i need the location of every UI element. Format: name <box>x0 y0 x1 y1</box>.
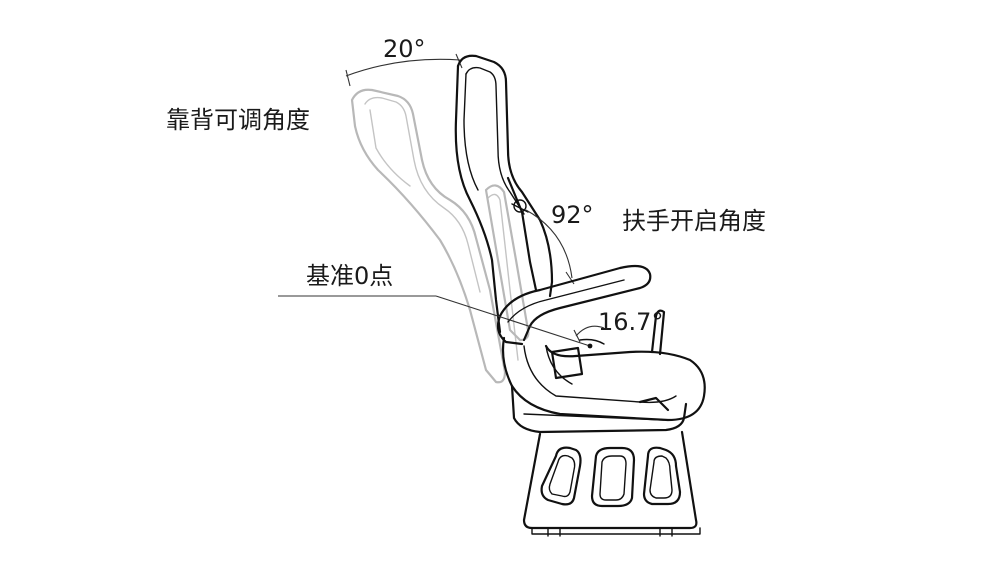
upright-backrest <box>454 54 554 334</box>
seat-frame <box>510 384 688 434</box>
reference-point-leader <box>278 295 593 349</box>
reclined-backrest-ghost <box>350 88 519 384</box>
reference-angle-value: 16.7° <box>598 308 663 336</box>
armrest-angle-label: 扶手开启角度 <box>622 207 766 235</box>
armrest-hinge <box>506 176 538 292</box>
backrest-angle-indicator <box>345 53 463 87</box>
armrest <box>496 264 652 346</box>
backrest-angle-value: 20° <box>383 35 426 63</box>
armrest-angle-value: 92° <box>551 201 594 229</box>
control-lever <box>650 309 666 356</box>
reference-point-label: 基准0点 <box>306 262 393 290</box>
seat-base <box>522 430 701 537</box>
seat-cushion <box>501 336 706 422</box>
reference-angle-indicator <box>573 325 605 343</box>
backrest-angle-label: 靠背可调角度 <box>166 106 310 134</box>
